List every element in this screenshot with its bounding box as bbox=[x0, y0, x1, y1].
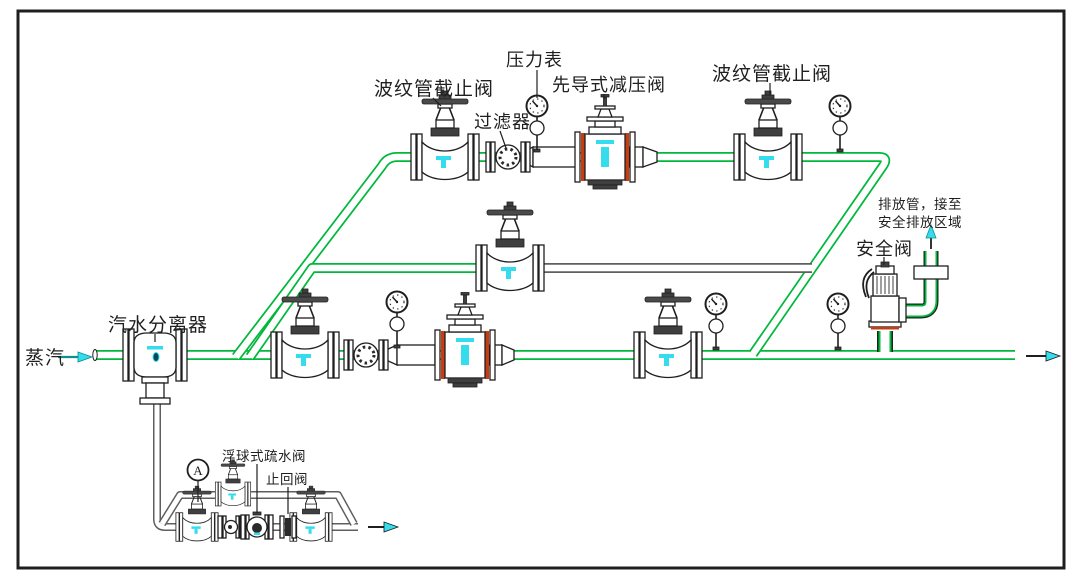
marker-a-text: A bbox=[193, 463, 203, 478]
separator-drain-pipe bbox=[153, 400, 358, 531]
label-pilot-prv: 先导式减压阀 bbox=[552, 75, 666, 95]
label-separator: 汽水分离器 bbox=[108, 314, 208, 336]
label-safety-valve: 安全阀 bbox=[856, 239, 913, 259]
discharge-up-arrow bbox=[925, 223, 937, 249]
strainer-lower bbox=[342, 338, 390, 372]
drip-collar bbox=[913, 265, 949, 280]
condensate-outlet-arrow bbox=[368, 521, 400, 533]
label-float-trap: 浮球式疏水阀 bbox=[222, 449, 306, 464]
steam-main-pipe bbox=[92, 349, 1015, 361]
label-discharge-note-1: 排放管，接至 bbox=[878, 196, 962, 212]
steam-inlet-arrow bbox=[58, 351, 94, 363]
label-bellows-valve-right: 波纹管截止阀 bbox=[712, 63, 832, 85]
steam-water-separator bbox=[122, 328, 188, 405]
middle-bypass-pipe bbox=[245, 263, 812, 360]
label-discharge-note-2: 安全排放区域 bbox=[878, 214, 962, 230]
check-valve bbox=[279, 515, 297, 539]
label-strainer: 过滤器 bbox=[474, 112, 531, 132]
label-bellows-valve-left: 波纹管截止阀 bbox=[374, 78, 494, 100]
label-pressure-gauge: 压力表 bbox=[506, 50, 563, 70]
safety-valve-assembly bbox=[862, 251, 949, 352]
steam-outlet-arrow bbox=[1026, 350, 1062, 362]
safety-valve-lever bbox=[862, 268, 875, 299]
label-steam-inlet: 蒸汽 bbox=[25, 347, 65, 369]
label-leader-lines bbox=[154, 70, 885, 514]
strainer-upper bbox=[484, 140, 532, 174]
label-check-valve: 止回阀 bbox=[266, 472, 308, 487]
trap-bypass-loop-pipe bbox=[158, 491, 358, 527]
marker-a-bubble: A bbox=[186, 458, 210, 482]
